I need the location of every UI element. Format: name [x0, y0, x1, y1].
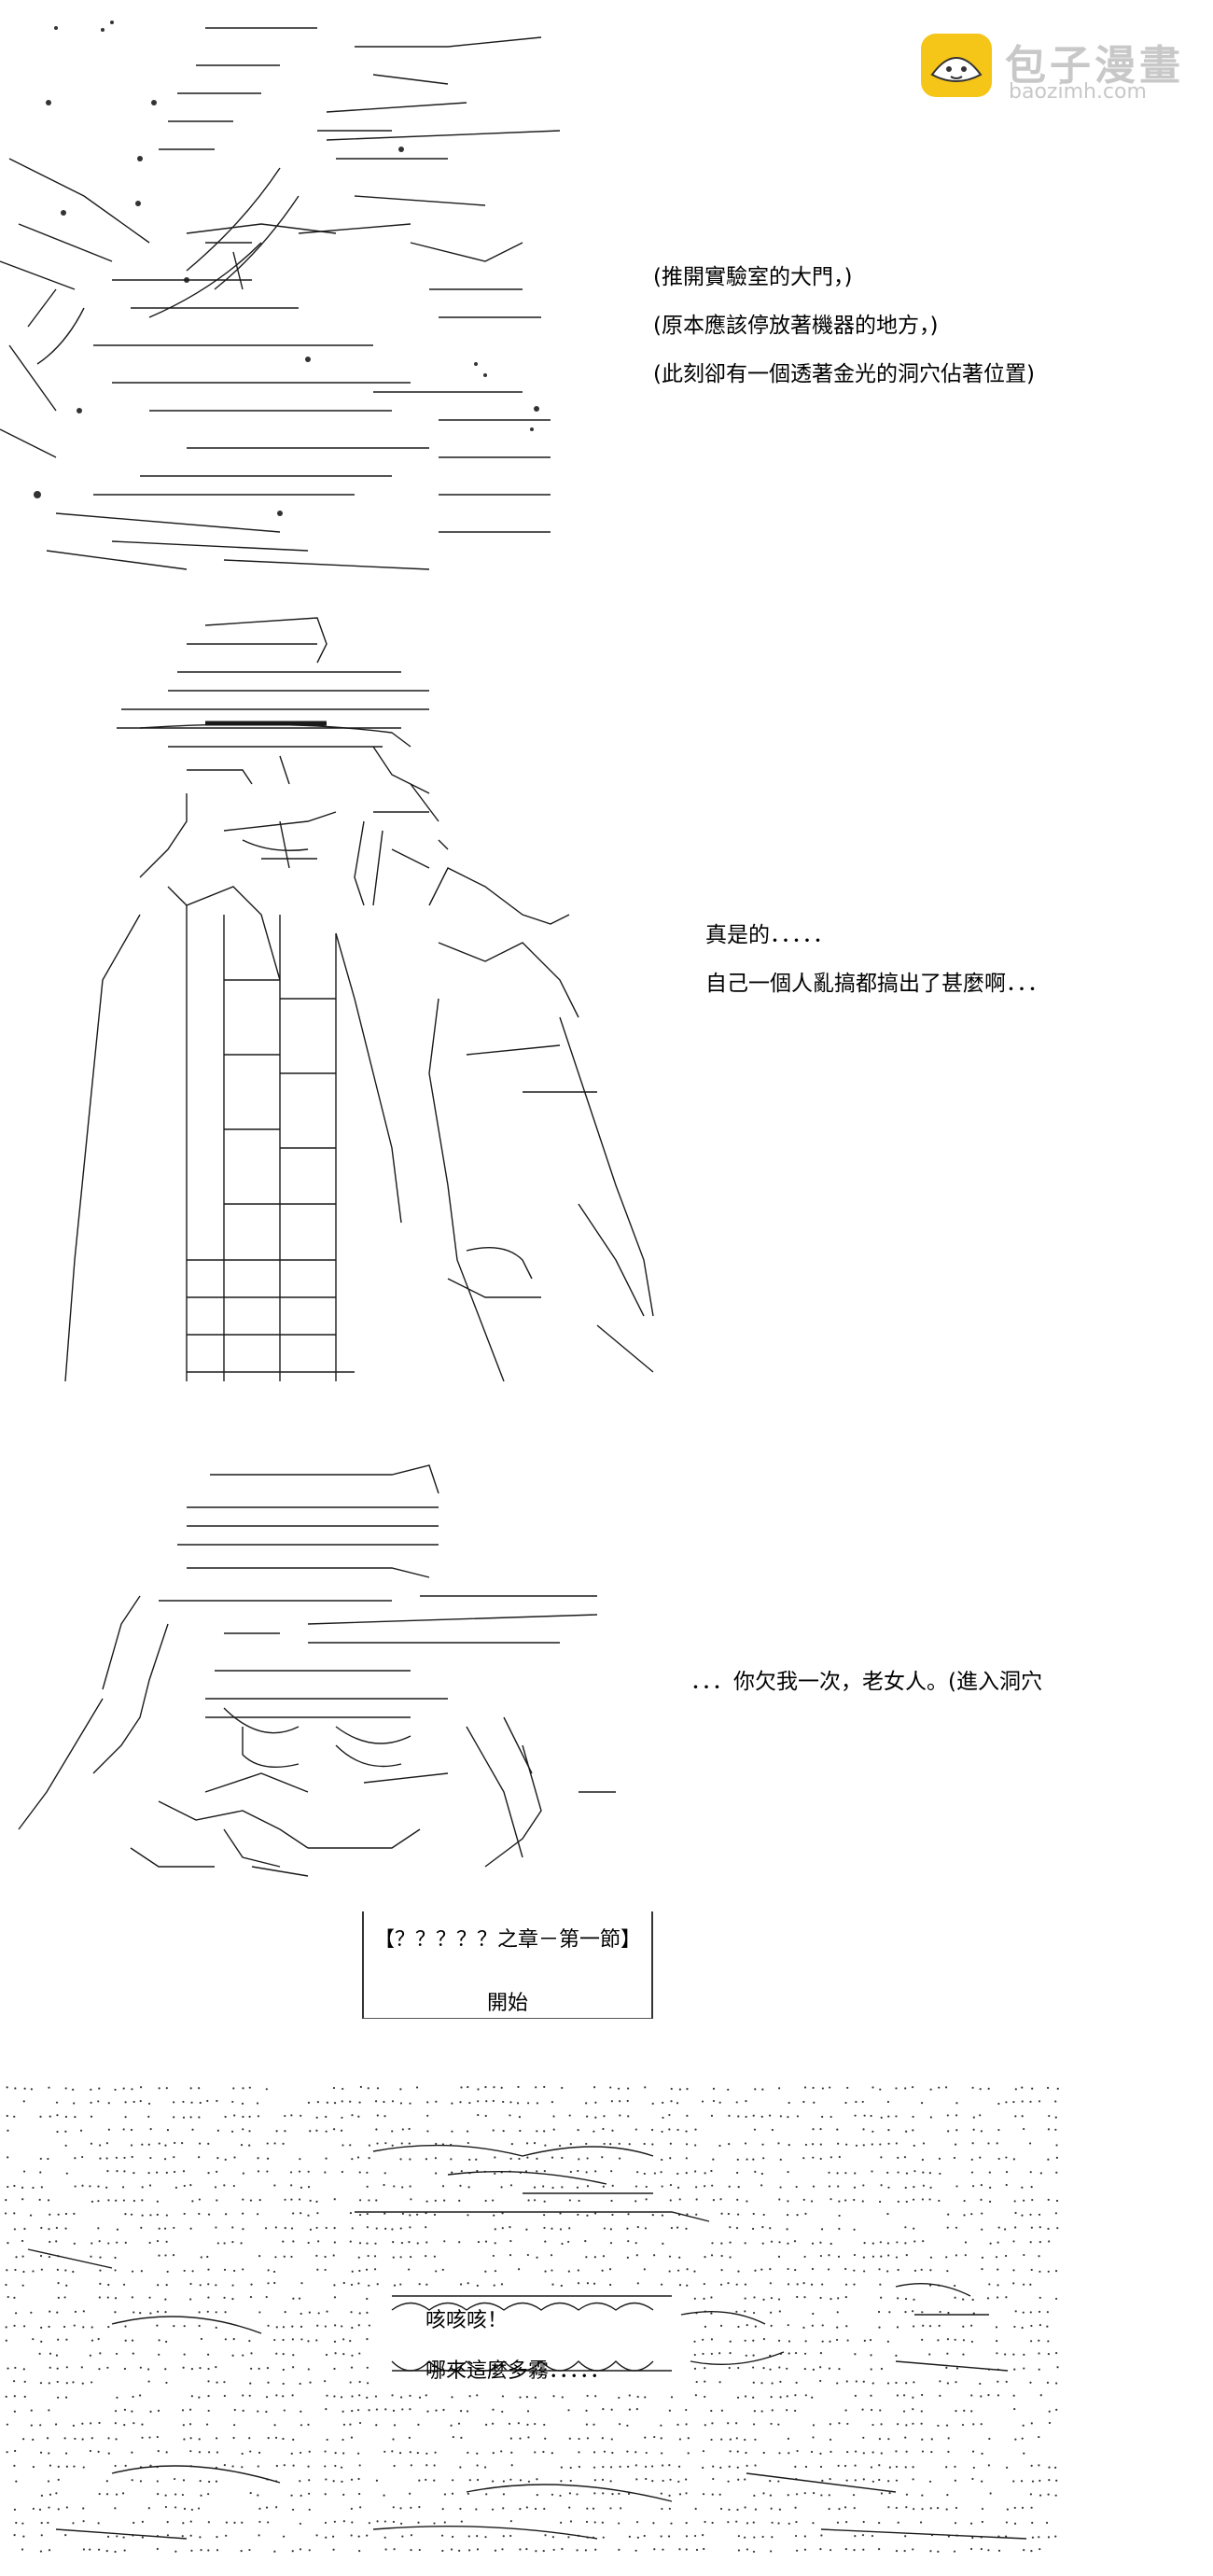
- cough-dialogue: 咳咳咳！: [425, 2309, 509, 2332]
- fog-ascii-art: [0, 2081, 1073, 2576]
- narration-line-3: (此刻卻有一個透著金光的洞穴佔著位置): [653, 362, 1035, 386]
- character-closeup-ascii-art: [0, 1437, 653, 1885]
- narration-line-1: (推開實驗室的大門，): [653, 265, 853, 289]
- character-standing-ascii-art: [0, 607, 672, 1419]
- bun-mascot-icon: [921, 34, 992, 97]
- dialogue-line-2: 自己一個人亂搞都搞出了甚麼啊．．．: [705, 972, 1049, 996]
- chapter-subtitle: 開始: [486, 1992, 528, 2015]
- dialogue-panel3: ．．．你欠我一次，老女人。(進入洞穴: [690, 1666, 1042, 1715]
- fog-dialogue: 哪來這麼多霧．．．．．: [425, 2359, 611, 2383]
- dialogue-line-3: ．．．你欠我一次，老女人。(進入洞穴: [690, 1670, 1042, 1694]
- narration-line-2: (原本應該停放著機器的地方，): [653, 314, 939, 338]
- dialogue-line-1: 真是的．．．．．: [705, 923, 834, 947]
- chapter-title: 【？？？？？之章－第一節】: [373, 1928, 641, 1952]
- cave-ascii-art: [0, 9, 560, 579]
- watermark-logo: 包子漫畫 baozimh.com: [919, 28, 1199, 112]
- watermark-title: 包子漫畫: [1005, 42, 1184, 90]
- watermark-url: baozimh.com: [1009, 80, 1147, 104]
- dialogue-panel2: 真是的．．．．． 自己一個人亂搞都搞出了甚麼啊．．．: [705, 919, 1049, 1016]
- narration-panel1: (推開實驗室的大門，) (原本應該停放著機器的地方，) (此刻卻有一個透著金光的…: [653, 261, 1035, 407]
- chapter-title-box: 【？？？？？之章－第一節】 開始: [362, 1911, 653, 2019]
